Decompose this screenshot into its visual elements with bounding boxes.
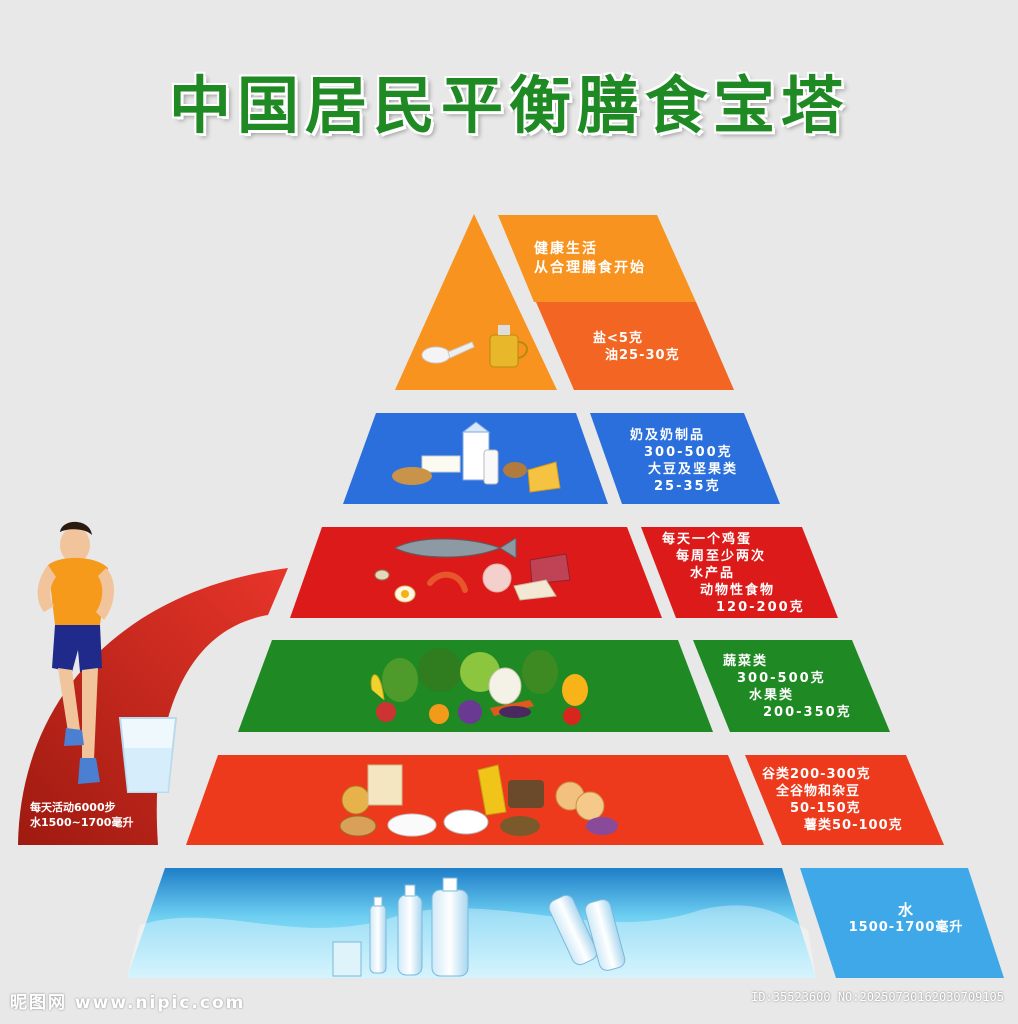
salt-spoon-icon [421, 341, 475, 364]
tier-dairy-right [590, 413, 780, 504]
water-bottles-icon [332, 877, 626, 977]
watermark-id: ID:35523600 NO:20250730162030709105 [751, 990, 1004, 1004]
protein-foods-icon [374, 537, 571, 603]
tier-vegetable-right [693, 640, 890, 732]
water-glass-icon [118, 717, 178, 793]
dairy-foods-icon [392, 421, 561, 493]
page-title: 中国居民平衡膳食宝塔 [168, 69, 849, 142]
tier-protein-right [641, 527, 838, 618]
tier-grain-right [745, 755, 944, 845]
tier-grain-left [186, 755, 764, 845]
watermark-site: 昵图网 www.nipic.com [10, 993, 246, 1013]
tier-water-right [800, 868, 1004, 978]
tier-top-right-upper [498, 215, 696, 302]
vegetable-fruit-icon [370, 648, 588, 725]
grain-foods-icon [339, 764, 618, 837]
tier-protein-left [290, 527, 662, 618]
tier-top-amounts: 盐<5克 油25-30克 [593, 331, 680, 363]
runner-caption: 每天活动6000步 水1500~1700毫升 [30, 801, 134, 829]
tier-dairy-label: 奶及奶制品 300-500克 大豆及坚果类 25-35克 [630, 428, 739, 494]
tier-grain-label: 谷类200-300克 全谷物和杂豆 50-150克 薯类50-100克 [762, 767, 903, 833]
tier-top-right-lower [536, 302, 734, 390]
water-wave [127, 905, 816, 978]
tier-top-slogan: 健康生活 从合理膳食开始 [534, 241, 646, 276]
oil-bottle-icon [489, 325, 528, 368]
tier-protein-label: 每天一个鸡蛋 每周至少两次 水产品 动物性食物 120-200克 [662, 532, 805, 615]
runner-figure-icon [37, 521, 115, 784]
tier-water-left [127, 868, 816, 978]
tier-water-label: 水 1500-1700毫升 [848, 901, 964, 936]
tier-vegetable-label: 蔬菜类 300-500克 水果类 200-350克 [723, 654, 852, 720]
